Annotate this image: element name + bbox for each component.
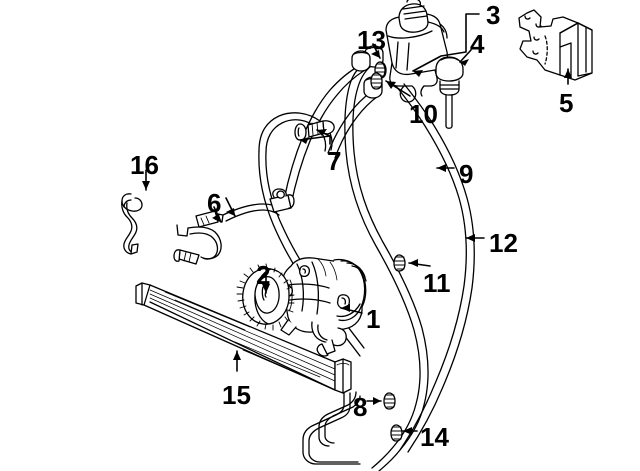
callout-11: 11	[423, 268, 451, 298]
callout-3: 3	[486, 0, 501, 30]
callout-leaders	[142, 13, 572, 435]
retaining-clip-16	[121, 193, 143, 255]
callout-16: 16	[130, 150, 159, 180]
oil-cooler-15	[135, 282, 352, 394]
hose-6-assembly	[173, 188, 295, 265]
pressure-hose-12	[395, 83, 475, 453]
cooler-lines	[302, 391, 361, 465]
reservoir-body	[385, 0, 449, 103]
callout-6: 6	[207, 188, 222, 218]
hose-13-branch	[283, 50, 371, 206]
callout-7: 7	[327, 146, 342, 176]
callout-2: 2	[256, 260, 271, 290]
callout-14: 14	[420, 422, 449, 452]
callout-13: 13	[357, 25, 386, 55]
callout-10: 10	[409, 99, 438, 129]
clamp-rings	[294, 61, 406, 442]
reservoir-dipstick	[435, 56, 464, 129]
mounting-bracket	[518, 9, 593, 81]
callout-12: 12	[489, 228, 518, 258]
callout-8: 8	[353, 392, 368, 422]
pump-assembly	[236, 257, 367, 357]
callout-15: 15	[222, 380, 251, 410]
callout-1: 1	[366, 304, 381, 334]
callout-5: 5	[559, 88, 574, 118]
callout-9: 9	[459, 159, 474, 189]
callout-4: 4	[470, 29, 485, 59]
